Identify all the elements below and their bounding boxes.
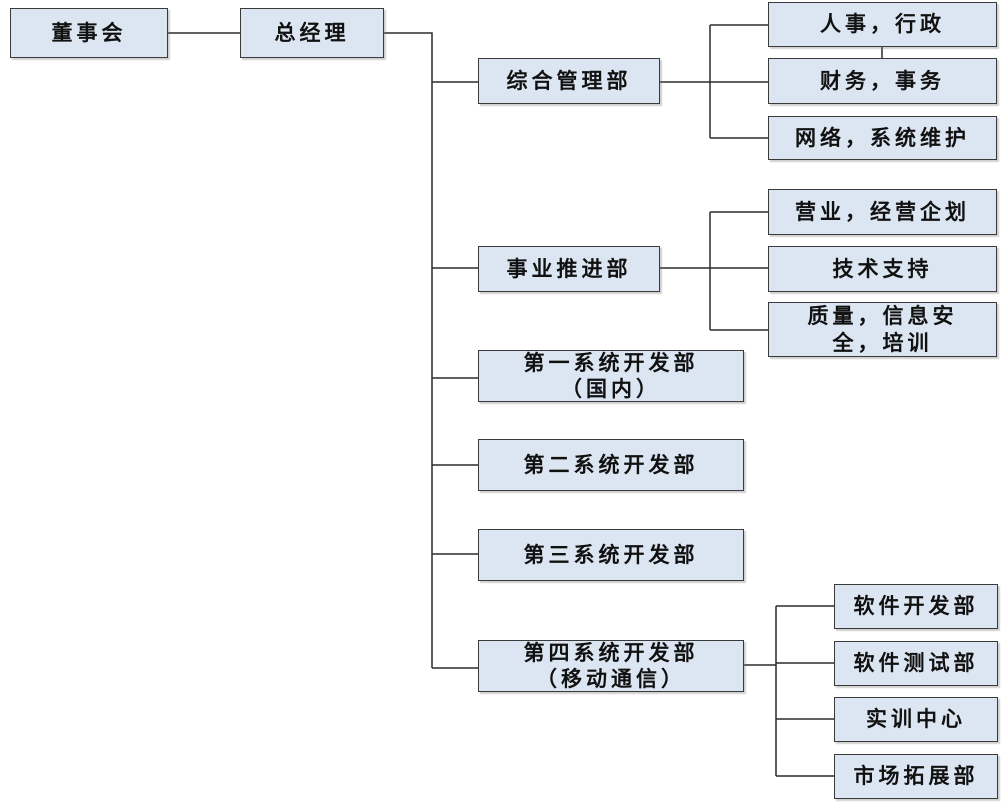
node-quality-security-training-label: 质量，信息安 全，培训	[807, 303, 958, 355]
node-network-maintenance-label: 网络，系统维护	[795, 124, 970, 150]
node-network-maintenance: 网络，系统维护	[768, 116, 997, 160]
node-business-dept-label: 事业推进部	[506, 255, 632, 281]
node-admin-dept: 综合管理部	[478, 58, 660, 104]
node-hr-admin: 人事，行政	[768, 2, 997, 47]
node-software-dev-label: 软件开发部	[853, 593, 979, 619]
node-business-dept: 事业推进部	[478, 246, 660, 292]
node-general-manager-label: 总经理	[274, 19, 350, 45]
node-training-center-label: 实训中心	[866, 706, 966, 732]
node-software-test-label: 软件测试部	[853, 650, 979, 676]
node-dev2-dept-label: 第二系统开发部	[523, 451, 699, 477]
node-software-test: 软件测试部	[834, 641, 998, 686]
node-dev2-dept: 第二系统开发部	[478, 439, 744, 491]
node-sales-planning-label: 营业，经营企划	[795, 198, 970, 224]
node-tech-support-label: 技术支持	[832, 255, 933, 281]
node-tech-support: 技术支持	[768, 246, 997, 292]
node-dev1-dept-label: 第一系统开发部 （国内）	[523, 349, 699, 401]
node-dev4-dept: 第四系统开发部 （移动通信）	[478, 640, 744, 692]
node-market-expansion-label: 市场拓展部	[853, 763, 979, 789]
node-sales-planning: 营业，经营企划	[768, 189, 997, 235]
node-quality-security-training: 质量，信息安 全，培训	[768, 302, 997, 357]
node-hr-admin-label: 人事，行政	[820, 11, 945, 37]
node-dev1-dept: 第一系统开发部 （国内）	[478, 350, 744, 402]
node-general-manager: 总经理	[240, 8, 384, 58]
node-market-expansion: 市场拓展部	[834, 754, 998, 799]
node-dev4-dept-label: 第四系统开发部 （移动通信）	[523, 639, 699, 691]
node-dev3-dept: 第三系统开发部	[478, 529, 744, 581]
node-training-center: 实训中心	[834, 697, 998, 742]
connector-gm-spine	[384, 32, 433, 668]
node-board: 董事会	[10, 8, 168, 58]
node-finance-label: 财务，事务	[820, 67, 945, 93]
node-admin-dept-label: 综合管理部	[506, 67, 632, 93]
node-board-label: 董事会	[51, 19, 127, 45]
node-software-dev: 软件开发部	[834, 584, 998, 629]
node-dev3-dept-label: 第三系统开发部	[523, 541, 699, 567]
node-finance: 财务，事务	[768, 58, 997, 104]
